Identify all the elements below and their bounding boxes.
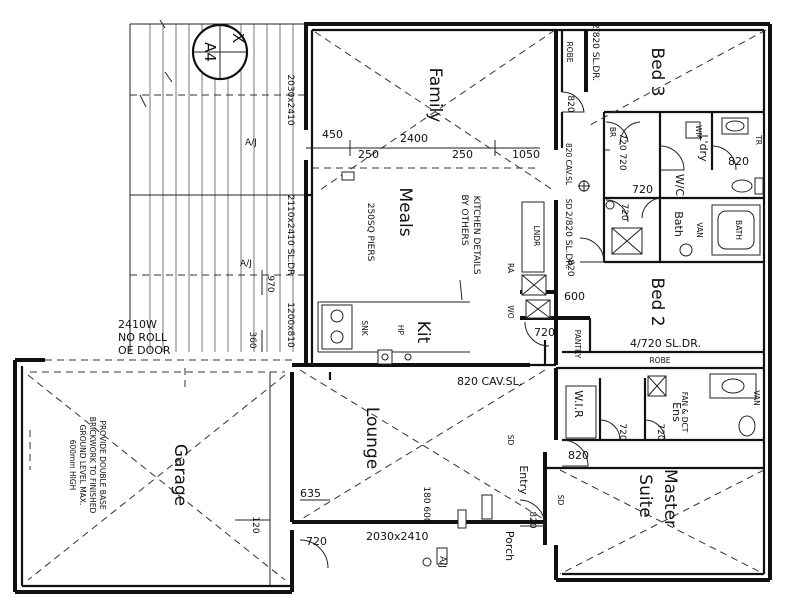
sheet-ref-x: X xyxy=(229,33,247,43)
wo-label: WO xyxy=(506,305,515,318)
garage-door-line-1: 2410W xyxy=(118,318,157,331)
dim-180-600: 180 600 xyxy=(421,486,431,523)
room-bath: Bath xyxy=(672,211,685,237)
dim-820-bed2: 820 xyxy=(565,259,575,276)
brickwork-line-1: PROVIDE DOUBLE BASE xyxy=(98,420,107,509)
room-ens: Ens xyxy=(670,402,683,422)
room-ldry: L'dry xyxy=(697,134,710,162)
brickwork-line-4: 600mm HIGH xyxy=(68,440,77,491)
brickwork-line-3: GROUND LEVEL MAX. xyxy=(78,425,87,506)
dim-720-bath: 720 xyxy=(619,203,629,220)
robe-label-2: ROBE xyxy=(650,356,671,365)
dim-2110x2410-sldr: 2110x2410 SL.DR xyxy=(285,195,295,276)
sheet-ref-a4: A4 xyxy=(201,42,219,62)
dim-4-720-sldr: 4/720 SL.DR. xyxy=(630,337,701,350)
room-bed2: Bed 2 xyxy=(647,277,667,326)
aj-label-2: A/J xyxy=(240,259,252,269)
dim-720-pantry: 720 xyxy=(534,326,555,339)
dim-2-820-sldr-top: 2/820 SL.DR. xyxy=(590,23,600,81)
dim-820-bed3: 820 xyxy=(565,95,575,112)
piers-label: 250SQ PIERS xyxy=(365,203,375,262)
room-meals: Meals xyxy=(395,187,415,236)
tr-label: TR xyxy=(754,134,763,145)
room-suite: Suite xyxy=(635,474,655,517)
dim-720-wc: 720 xyxy=(632,183,653,196)
sheet-reference-marker: X A4 xyxy=(159,19,249,83)
dim-250a: 250 xyxy=(358,148,379,161)
wm-label: WM xyxy=(694,125,703,139)
room-garage: Garage xyxy=(170,444,190,506)
dim-450: 450 xyxy=(322,128,343,141)
dim-970: 970 xyxy=(265,275,275,292)
dim-820-porch: 820 xyxy=(527,511,537,528)
fixtures xyxy=(317,117,764,567)
brickwork-line-2: BRICKWORK TO FINISHED xyxy=(88,417,97,514)
fan-dct-label: FAN & DCT xyxy=(680,392,689,433)
room-porch: Porch xyxy=(503,531,516,561)
dim-720-wir: 720 xyxy=(617,423,627,440)
cav-sl-label: 820 CAV.SL xyxy=(564,143,573,186)
hp-label: HP xyxy=(396,325,405,336)
kitchen-details-line-1: KITCHEN DETAILS xyxy=(471,196,481,275)
dim-820-ldry: 820 xyxy=(728,155,749,168)
dim-2400: 2400 xyxy=(400,132,428,145)
sd-label-3: SD xyxy=(556,495,565,506)
dim-820-cav-sl: 820 CAV.SL. xyxy=(457,375,522,388)
exterior-walls xyxy=(290,22,772,582)
dim-2030x2410-left: 2030x2410 xyxy=(285,74,295,125)
room-wc: W/C xyxy=(673,174,686,197)
garage-door-line-3: OE DOOR xyxy=(118,344,171,357)
dim-1200x810: 1200x810 xyxy=(285,302,295,348)
sd-label-2: SD xyxy=(506,435,515,446)
dim-2-820-sldr-mid: 2/820 SL.DR. xyxy=(563,211,573,269)
sd-label-1: SD xyxy=(564,199,573,210)
room-master: Master xyxy=(660,469,680,527)
sink-label: SNK xyxy=(360,320,369,336)
aj-label-1: A/J xyxy=(245,138,257,148)
dimensions: 450 2400 250 250 1050 820 CAV.SL. 2/820 … xyxy=(247,23,749,548)
lndr-label: LNDR xyxy=(532,226,541,247)
room-pantry: PANTRY xyxy=(573,330,582,359)
vanity-label-2: VAN xyxy=(752,390,761,405)
room-entry: Entry xyxy=(517,465,530,495)
room-wir: W.I.R xyxy=(572,390,585,418)
ceiling-diagonals xyxy=(299,29,767,575)
kitchen-details-line-2: BY OTHERS xyxy=(459,194,469,245)
dim-2030x2410: 2030x2410 xyxy=(366,530,429,543)
room-labels: Family Bed 3 Meals Kit Lounge Garage Bed… xyxy=(170,47,710,561)
room-lounge: Lounge xyxy=(362,407,382,469)
br-label: BR xyxy=(608,127,617,137)
garage-structure xyxy=(13,358,294,594)
door-swings xyxy=(299,91,737,569)
bath-fixture-label: BATH xyxy=(734,220,743,240)
room-bed3: Bed 3 xyxy=(647,47,667,96)
annotations: A/J A/J A/J ROBE ROBE 2410W NO ROLL OE D… xyxy=(68,42,763,568)
dim-820-master: 820 xyxy=(568,449,589,462)
vanity-label-1: VAN xyxy=(695,222,704,237)
dim-720-ens: 720 xyxy=(655,423,665,440)
dim-250b: 250 xyxy=(452,148,473,161)
dim-720-garage: 720 xyxy=(306,535,327,548)
dim-600: 600 xyxy=(564,290,585,303)
ra-label: RA xyxy=(506,263,515,274)
room-kit: Kit xyxy=(413,321,433,344)
dim-635: 635 xyxy=(300,487,321,500)
garage-door-line-2: NO ROLL xyxy=(118,331,168,344)
dim-1050: 1050 xyxy=(512,148,540,161)
dimension-lines xyxy=(261,140,540,501)
dim-120: 120 xyxy=(250,516,260,533)
robe-label-1: ROBE xyxy=(565,42,574,63)
dim-720-720: 720 720 xyxy=(617,133,627,170)
dim-360: 360 xyxy=(247,331,257,348)
room-family: Family xyxy=(425,68,445,123)
aj-label-3: A/J xyxy=(437,556,447,568)
